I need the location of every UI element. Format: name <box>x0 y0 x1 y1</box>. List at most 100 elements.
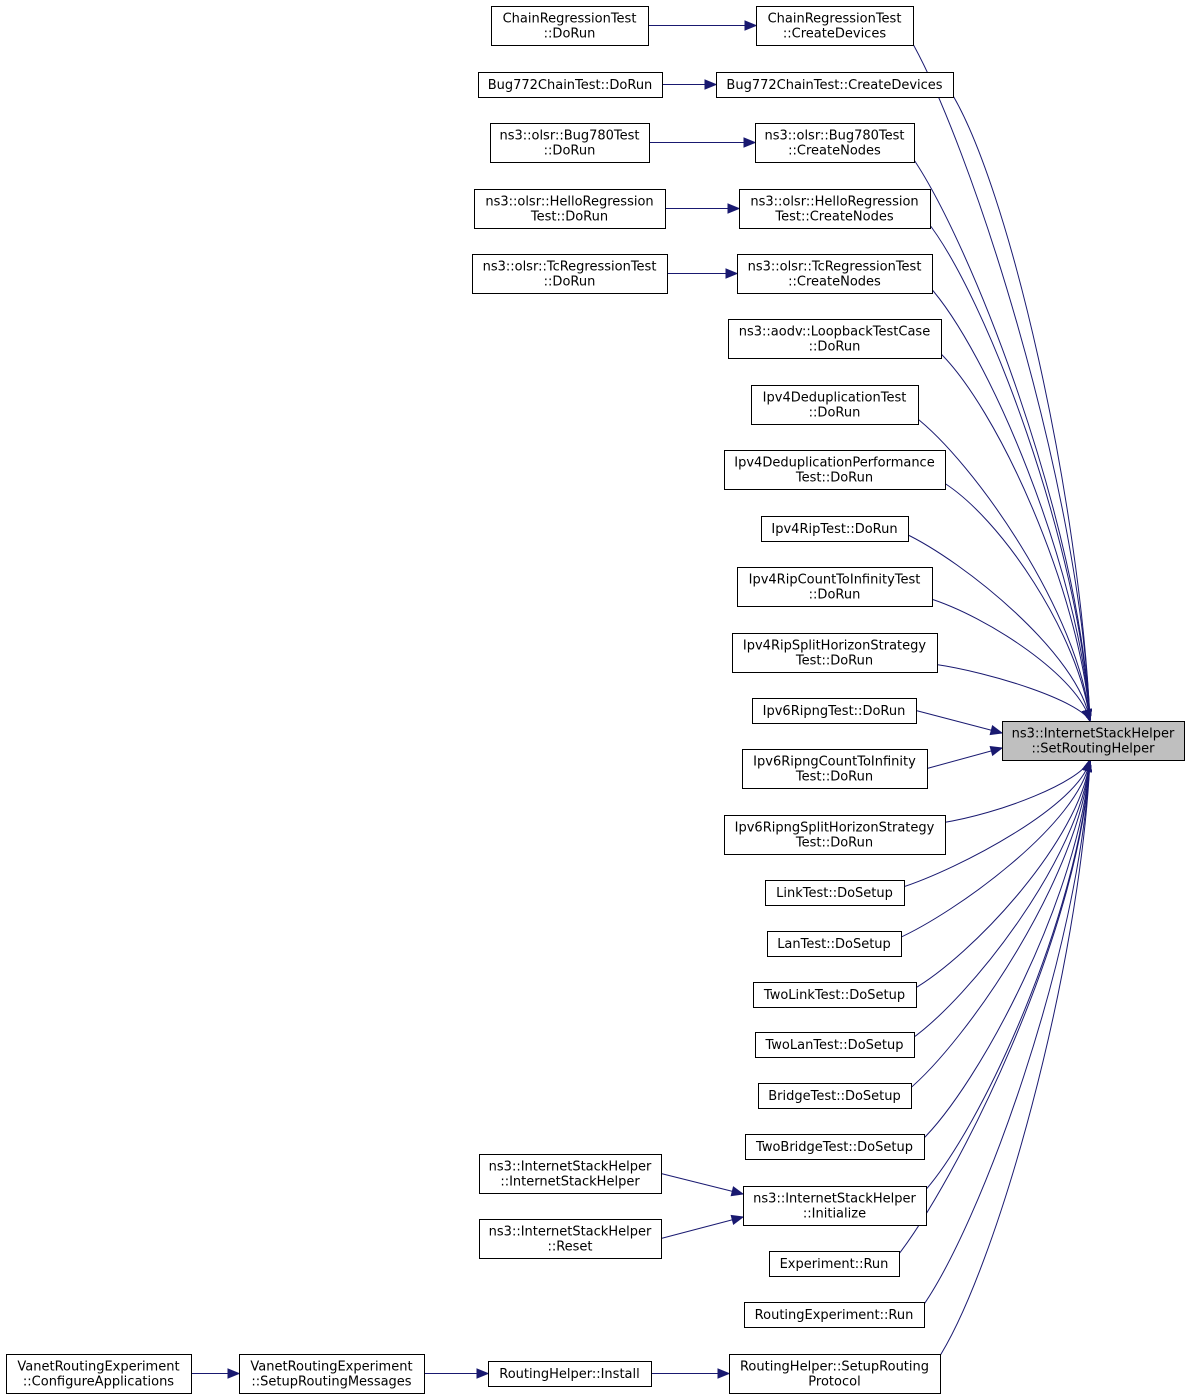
node-rh-install[interactable]: RoutingHelper::Install <box>488 1361 652 1387</box>
node-bug772-create[interactable]: Bug772ChainTest::CreateDevices <box>716 72 954 98</box>
node-box[interactable] <box>472 254 668 294</box>
node-label-line: ::DoRun <box>809 588 861 603</box>
node-label-line: ::SetupRoutingMessages <box>251 1375 411 1390</box>
node-label-line: Ipv4RipCountToInfinityTest <box>749 573 921 588</box>
edge-line <box>915 710 1003 734</box>
node-box[interactable] <box>491 6 649 46</box>
node-vre-configapps[interactable]: VanetRoutingExperiment::ConfigureApplica… <box>6 1354 192 1394</box>
node-box[interactable] <box>1002 721 1185 761</box>
node-lantest[interactable]: LanTest::DoSetup <box>767 931 902 957</box>
node-twolantest[interactable]: TwoLanTest::DoSetup <box>755 1032 915 1058</box>
arrowhead-icon <box>743 137 757 148</box>
node-label-line: Test::CreateNodes <box>774 210 893 225</box>
node-tc-create[interactable]: ns3::olsr::TcRegressionTest::CreateNodes <box>737 254 933 294</box>
node-linktest[interactable]: LinkTest::DoSetup <box>765 880 905 906</box>
edge-ipv4ripsplit-to-target <box>932 663 1092 723</box>
node-label-line: ns3::olsr::HelloRegression <box>750 195 918 210</box>
node-ipv6ripng[interactable]: Ipv6RipngTest::DoRun <box>752 698 917 724</box>
edge-twolinktest-to-target <box>911 758 1092 991</box>
node-label-line: Ipv6RipngSplitHorizonStrategy <box>735 821 935 836</box>
node-box[interactable] <box>729 1354 941 1394</box>
node-crt-create[interactable]: ChainRegressionTest::CreateDevices <box>756 6 914 46</box>
arrowhead-icon <box>730 1186 745 1197</box>
node-box[interactable] <box>767 931 902 957</box>
node-box[interactable] <box>737 254 933 294</box>
edge-line <box>936 349 1091 722</box>
node-routingexp-run[interactable]: RoutingExperiment::Run <box>744 1302 925 1328</box>
node-label-line: Test::DoRun <box>530 210 608 225</box>
node-box[interactable] <box>479 1219 662 1259</box>
node-bug772-dorun[interactable]: Bug772ChainTest::DoRun <box>478 72 663 98</box>
node-box[interactable] <box>755 1032 915 1058</box>
target-node-target[interactable]: ns3::InternetStackHelper::SetRoutingHelp… <box>1002 721 1185 761</box>
node-label-line: ns3::olsr::TcRegressionTest <box>748 260 922 275</box>
node-aodv-loopback[interactable]: ns3::aodv::LoopbackTestCase::DoRun <box>728 319 942 359</box>
node-bridgetest[interactable]: BridgeTest::DoSetup <box>758 1083 912 1109</box>
node-box[interactable] <box>474 189 666 229</box>
node-bug780-create[interactable]: ns3::olsr::Bug780Test::CreateNodes <box>755 123 915 163</box>
node-ish-initialize[interactable]: ns3::InternetStackHelper::Initialize <box>743 1186 927 1226</box>
node-label-line: Test::DoRun <box>795 471 873 486</box>
node-experiment-run[interactable]: Experiment::Run <box>769 1251 900 1277</box>
node-box[interactable] <box>751 385 919 425</box>
node-label-line: Experiment::Run <box>780 1257 889 1272</box>
node-box[interactable] <box>758 1083 912 1109</box>
node-label-line: Ipv4RipTest::DoRun <box>771 522 897 537</box>
node-box[interactable] <box>745 1134 925 1160</box>
node-box[interactable] <box>752 698 917 724</box>
node-label-line: Ipv4DeduplicationPerformance <box>734 456 934 471</box>
node-hello-create[interactable]: ns3::olsr::HelloRegressionTest::CreateNo… <box>739 189 931 229</box>
node-box[interactable] <box>737 567 933 607</box>
node-box[interactable] <box>739 189 931 229</box>
node-box[interactable] <box>488 1361 652 1387</box>
node-label-line: Bug772ChainTest::CreateDevices <box>726 78 942 93</box>
node-box[interactable] <box>744 1302 925 1328</box>
node-tc-dorun[interactable]: ns3::olsr::TcRegressionTest::DoRun <box>472 254 668 294</box>
node-bug780-dorun[interactable]: ns3::olsr::Bug780Test::DoRun <box>490 123 650 163</box>
node-box[interactable] <box>756 6 914 46</box>
arrowhead-icon <box>476 1368 490 1379</box>
node-ipv4ripcount[interactable]: Ipv4RipCountToInfinityTest::DoRun <box>737 567 933 607</box>
edge-line <box>940 759 1091 824</box>
edge-vre-setupmsgs-to-rh-install <box>424 1368 490 1379</box>
node-ipv4dedup[interactable]: Ipv4DeduplicationTest::DoRun <box>751 385 919 425</box>
node-box[interactable] <box>6 1354 192 1394</box>
node-vre-setupmsgs[interactable]: VanetRoutingExperiment::SetupRoutingMess… <box>239 1354 425 1394</box>
node-box[interactable] <box>742 749 928 789</box>
node-box[interactable] <box>753 982 917 1008</box>
node-box[interactable] <box>769 1251 900 1277</box>
node-box[interactable] <box>724 450 946 490</box>
edge-ish-reset-to-ish-initialize <box>660 1214 745 1239</box>
node-box[interactable] <box>490 123 650 163</box>
arrowhead-icon <box>704 79 718 90</box>
node-ipv4rip[interactable]: Ipv4RipTest::DoRun <box>761 516 909 542</box>
node-box[interactable] <box>732 633 938 673</box>
node-label-line: ::DoRun <box>809 340 861 355</box>
arrowhead-icon <box>1081 758 1092 773</box>
node-label-line: ::CreateNodes <box>788 275 881 290</box>
node-twobridgetest[interactable]: TwoBridgeTest::DoSetup <box>745 1134 925 1160</box>
node-crt-dorun[interactable]: ChainRegressionTest::DoRun <box>491 6 649 46</box>
node-box[interactable] <box>239 1354 425 1394</box>
node-twolinktest[interactable]: TwoLinkTest::DoSetup <box>753 982 917 1008</box>
node-ish-reset[interactable]: ns3::InternetStackHelper::Reset <box>479 1219 662 1259</box>
edge-line <box>935 759 1091 1363</box>
node-box[interactable] <box>478 72 663 98</box>
node-box[interactable] <box>743 1186 927 1226</box>
node-box[interactable] <box>728 319 942 359</box>
node-box[interactable] <box>761 516 909 542</box>
node-box[interactable] <box>716 72 954 98</box>
node-label-line: RoutingHelper::SetupRouting <box>740 1360 929 1375</box>
node-ish-ctor[interactable]: ns3::InternetStackHelper::InternetStackH… <box>479 1154 662 1194</box>
node-box[interactable] <box>479 1154 662 1194</box>
node-box[interactable] <box>765 880 905 906</box>
node-box[interactable] <box>724 815 946 855</box>
node-box[interactable] <box>755 123 915 163</box>
